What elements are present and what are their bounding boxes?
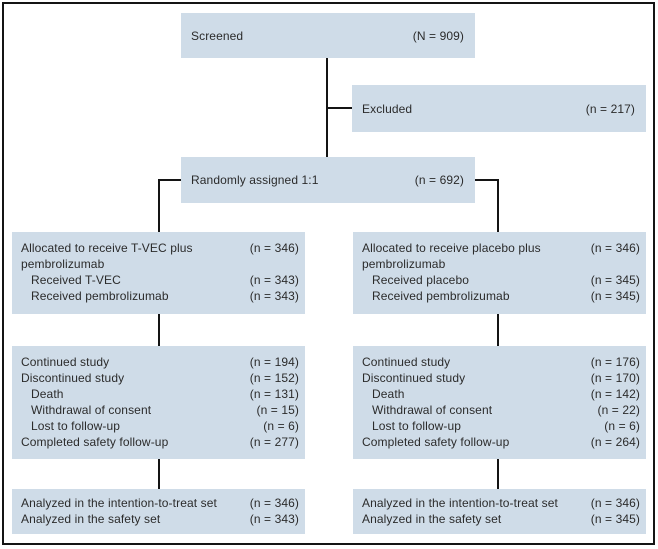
flow-box-analyzed-placebo: Analyzed in the intention-to-treat set (…: [353, 489, 646, 534]
flow-row: Completed safety follow-up (n = 264): [362, 434, 640, 450]
connector-alloc-right-to-continued-right: [497, 314, 499, 346]
flow-box-excluded: Excluded (n = 217): [352, 85, 646, 132]
row-value: (n = 345): [590, 289, 640, 303]
connector-to-excluded: [326, 107, 352, 109]
row-value: (n = 346): [590, 241, 640, 255]
flow-box-screened: Screened (N = 909): [181, 13, 475, 58]
row-label: Received pembrolizumab: [372, 289, 510, 303]
row-value: (n = 346): [249, 241, 299, 255]
connector-randomized-right-vertical: [497, 179, 499, 232]
flow-box-randomized: Randomly assigned 1:1 (n = 692): [181, 157, 475, 203]
row-label: Analyzed in the intention-to-treat set: [362, 496, 558, 510]
connector-randomized-left-vertical: [158, 179, 160, 232]
flow-row: Completed safety follow-up (n = 277): [21, 434, 299, 450]
connector-randomized-right-horizontal: [475, 179, 499, 181]
flow-box-continued-tvec: Continued study (n = 194) Discontinued s…: [12, 346, 305, 459]
flow-row: Analyzed in the intention-to-treat set (…: [362, 495, 640, 511]
row-value: (n = 6): [263, 419, 299, 433]
row-value: (n = 131): [249, 387, 299, 401]
row-value: (n = 170): [590, 371, 640, 385]
flow-row: Continued study (n = 194): [21, 354, 299, 370]
row-value: (n = 142): [590, 387, 640, 401]
connector-randomized-left-horizontal: [158, 179, 181, 181]
flow-box-continued-placebo: Continued study (n = 176) Discontinued s…: [353, 346, 646, 459]
row-value: (n = 264): [590, 435, 640, 449]
row-label: Received T-VEC: [31, 273, 121, 287]
row-label: Death: [31, 387, 64, 401]
flow-row: Lost to follow-up (n = 6): [21, 418, 299, 434]
flow-row: Death (n = 142): [362, 386, 640, 402]
row-value: (n = 343): [249, 273, 299, 287]
row-label: Received pembrolizumab: [31, 289, 169, 303]
row-label: Allocated to receive T-VEC plus: [21, 241, 193, 255]
row-label: Completed safety follow-up: [21, 435, 169, 449]
row-label: Discontinued study: [362, 371, 466, 385]
row-value: (n = 176): [590, 355, 640, 369]
flow-row: pembrolizumab: [362, 256, 640, 272]
row-label: Lost to follow-up: [372, 419, 462, 433]
row-value: (n = 217): [585, 101, 635, 116]
row-label: pembrolizumab: [21, 257, 105, 271]
row-value: (n = 152): [249, 371, 299, 385]
flow-row: Received pembrolizumab (n = 345): [362, 288, 640, 304]
flow-row: Continued study (n = 176): [362, 354, 640, 370]
row-value: (N = 909): [412, 28, 464, 43]
row-label: Withdrawal of consent: [31, 403, 152, 417]
row-value: (n = 346): [249, 496, 299, 510]
flow-box-allocated-tvec: Allocated to receive T-VEC plus (n = 346…: [12, 232, 305, 314]
connector-alloc-left-to-continued-left: [158, 314, 160, 346]
row-label: Withdrawal of consent: [372, 403, 493, 417]
row-value: (n = 345): [590, 512, 640, 526]
row-value: (n = 343): [249, 289, 299, 303]
row-label: Analyzed in the intention-to-treat set: [21, 496, 217, 510]
row-label: pembrolizumab: [362, 257, 446, 271]
flow-row: Discontinued study (n = 152): [21, 370, 299, 386]
connector-continued-right-to-analyzed-right: [497, 459, 499, 489]
flow-row: Analyzed in the safety set (n = 343): [21, 511, 299, 527]
flow-row: Lost to follow-up (n = 6): [362, 418, 640, 434]
row-value: (n = 345): [590, 273, 640, 287]
row-value: (n = 346): [590, 496, 640, 510]
flow-row: Allocated to receive T-VEC plus (n = 346…: [21, 240, 299, 256]
row-label: Analyzed in the safety set: [21, 512, 161, 526]
row-value: (n = 15): [256, 403, 299, 417]
flow-row: Withdrawal of consent (n = 22): [362, 402, 640, 418]
row-label: Completed safety follow-up: [362, 435, 510, 449]
row-value: (n = 692): [414, 173, 464, 187]
row-label: Death: [372, 387, 405, 401]
row-label: Excluded: [362, 101, 413, 116]
flow-row: Withdrawal of consent (n = 15): [21, 402, 299, 418]
row-value: (n = 22): [597, 403, 640, 417]
flow-row: Discontinued study (n = 170): [362, 370, 640, 386]
row-label: Randomly assigned 1:1: [191, 173, 319, 187]
row-value: (n = 6): [604, 419, 640, 433]
connector-continued-left-to-analyzed-left: [158, 459, 160, 489]
row-value: (n = 277): [249, 435, 299, 449]
flow-box-allocated-placebo: Allocated to receive placebo plus (n = 3…: [353, 232, 646, 314]
flow-row: Allocated to receive placebo plus (n = 3…: [362, 240, 640, 256]
row-value: (n = 194): [249, 355, 299, 369]
flow-box-analyzed-tvec: Analyzed in the intention-to-treat set (…: [12, 489, 305, 534]
flow-row: Received pembrolizumab (n = 343): [21, 288, 299, 304]
row-label: Analyzed in the safety set: [362, 512, 502, 526]
row-value: (n = 343): [249, 512, 299, 526]
row-label: Screened: [191, 28, 244, 43]
flow-row: Analyzed in the intention-to-treat set (…: [21, 495, 299, 511]
flow-row: Death (n = 131): [21, 386, 299, 402]
row-label: Discontinued study: [21, 371, 125, 385]
flow-row: pembrolizumab: [21, 256, 299, 272]
row-label: Allocated to receive placebo plus: [362, 241, 541, 255]
flow-row: Received placebo (n = 345): [362, 272, 640, 288]
row-label: Lost to follow-up: [31, 419, 121, 433]
flow-row: Received T-VEC (n = 343): [21, 272, 299, 288]
row-label: Continued study: [362, 355, 451, 369]
row-label: Received placebo: [372, 273, 469, 287]
row-label: Continued study: [21, 355, 110, 369]
flow-row: Analyzed in the safety set (n = 345): [362, 511, 640, 527]
